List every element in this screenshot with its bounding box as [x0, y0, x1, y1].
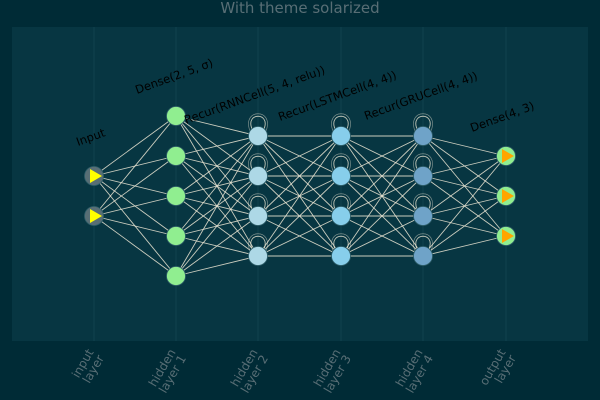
- arrow-marker-icon: [90, 209, 102, 223]
- recurrent-loop-outer: [413, 193, 433, 212]
- recurrent-loop-outer: [248, 113, 268, 132]
- neuron-recurrent: [331, 126, 351, 146]
- arrow-marker-icon: [502, 149, 514, 163]
- recurrent-loop-outer: [413, 233, 433, 252]
- connection: [257, 135, 342, 217]
- arrow-marker-icon: [90, 169, 102, 183]
- connection: [175, 255, 259, 277]
- connections: [93, 115, 507, 277]
- connection: [175, 215, 259, 277]
- neuron-dense: [166, 266, 186, 286]
- connection: [175, 115, 259, 137]
- recurrent-loop-outer: [413, 153, 433, 172]
- connection: [422, 195, 507, 257]
- connection: [175, 135, 259, 237]
- arrow-marker-icon: [502, 189, 514, 203]
- connection: [340, 175, 424, 257]
- connection: [175, 135, 259, 157]
- arrow-marker-icon: [502, 229, 514, 243]
- diagram-title: With theme solarized: [220, 0, 379, 17]
- plot-area: [12, 27, 588, 341]
- recurrent-loops: [248, 113, 433, 252]
- connection: [422, 235, 507, 257]
- neuron-recurrent: [331, 166, 351, 186]
- connection: [422, 155, 507, 217]
- recurrent-loop-outer: [248, 193, 268, 212]
- connection: [257, 135, 342, 177]
- connection: [175, 175, 259, 277]
- connection: [175, 135, 259, 277]
- recurrent-loop-outer: [331, 153, 351, 172]
- neuron-recurrent: [413, 166, 433, 186]
- recurrent-loop-outer: [413, 113, 433, 132]
- connection: [93, 115, 177, 177]
- recurrent-loop: [415, 235, 431, 250]
- recurrent-loop: [333, 195, 349, 210]
- connection: [93, 155, 177, 217]
- neuron-recurrent: [248, 126, 268, 146]
- recurrent-loop: [415, 115, 431, 130]
- connection: [340, 135, 424, 257]
- connection: [93, 115, 177, 217]
- neuron-recurrent: [413, 126, 433, 146]
- recurrent-loop-outer: [331, 193, 351, 212]
- neuron-recurrent: [331, 206, 351, 226]
- connection: [257, 175, 342, 257]
- recurrent-loop: [250, 195, 266, 210]
- recurrent-loop-outer: [248, 233, 268, 252]
- connection: [340, 215, 424, 257]
- recurrent-loop: [333, 115, 349, 130]
- neuron-dense: [166, 186, 186, 206]
- connection: [175, 135, 259, 197]
- x-axis-label: hiddenlayer 1: [146, 347, 189, 396]
- neuron-recurrent: [248, 206, 268, 226]
- connection: [93, 215, 177, 237]
- neurons: [84, 106, 516, 286]
- neuron-dense: [166, 106, 186, 126]
- recurrent-loop: [333, 235, 349, 250]
- neuron-recurrent: [331, 246, 351, 266]
- connection: [422, 155, 507, 257]
- connection: [340, 135, 424, 177]
- neuron-recurrent: [413, 246, 433, 266]
- neuron-recurrent: [248, 246, 268, 266]
- neuron-dense: [166, 146, 186, 166]
- connection: [93, 215, 177, 277]
- connection: [257, 135, 342, 257]
- connection: [93, 195, 177, 217]
- neuron-recurrent: [413, 206, 433, 226]
- recurrent-loop-outer: [248, 153, 268, 172]
- connection: [257, 215, 342, 257]
- connection: [422, 155, 507, 177]
- recurrent-loop: [333, 155, 349, 170]
- recurrent-loop: [415, 195, 431, 210]
- recurrent-loop: [250, 155, 266, 170]
- recurrent-loop: [250, 115, 266, 130]
- neuron-recurrent: [248, 166, 268, 186]
- connection: [422, 135, 507, 157]
- recurrent-loop-outer: [331, 113, 351, 132]
- neuron-dense: [166, 226, 186, 246]
- recurrent-loop: [250, 235, 266, 250]
- connection: [340, 135, 424, 217]
- recurrent-loop: [415, 155, 431, 170]
- recurrent-loop-outer: [331, 233, 351, 252]
